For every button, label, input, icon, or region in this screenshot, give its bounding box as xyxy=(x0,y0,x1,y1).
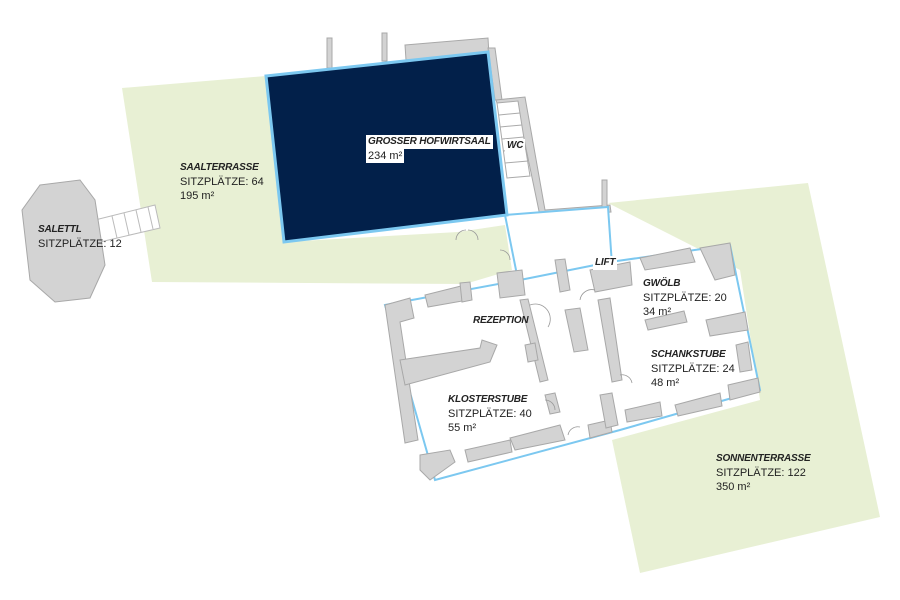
room-name: REZEPTION xyxy=(473,315,529,326)
room-area: 350 m² xyxy=(716,481,751,493)
room-label-salettl: SALETTL SITZPLÄTZE: 12 xyxy=(38,223,122,251)
room-label-sonnenterrasse: SONNENTERRASSE SITZPLÄTZE: 122 350 m² xyxy=(716,452,811,494)
room-label-wc: WC xyxy=(505,139,526,153)
room-name: GROSSER HOFWIRTSAAL xyxy=(366,135,493,149)
room-name: KLOSTERSTUBE xyxy=(448,394,528,405)
building-walls xyxy=(384,242,761,481)
room-label-saalterrasse: SAALTERRASSE SITZPLÄTZE: 64 195 m² xyxy=(180,161,264,203)
room-area: 55 m² xyxy=(448,422,477,434)
room-area: 48 m² xyxy=(651,377,680,389)
room-label-gwoelb: GWÖLB SITZPLÄTZE: 20 34 m² xyxy=(643,277,727,319)
room-name: SALETTL xyxy=(38,224,82,235)
salettl-pavilion[interactable] xyxy=(21,179,106,303)
room-name: WC xyxy=(505,139,526,153)
room-label-lift: LIFT xyxy=(593,256,618,270)
room-label-rezeption: REZEPTION xyxy=(473,314,529,328)
room-label-schankstube: SCHANKSTUBE SITZPLÄTZE: 24 48 m² xyxy=(651,348,735,390)
room-name: SONNENTERRASSE xyxy=(716,453,811,464)
sonnenterrasse-area[interactable] xyxy=(608,183,880,573)
room-name: LIFT xyxy=(593,256,618,270)
room-seats: SITZPLÄTZE: 24 xyxy=(651,363,735,375)
room-seats: SITZPLÄTZE: 64 xyxy=(180,176,264,188)
room-area: 34 m² xyxy=(643,306,672,318)
saalterrasse-area[interactable] xyxy=(122,76,512,284)
room-seats: SITZPLÄTZE: 122 xyxy=(716,467,806,479)
room-area: 195 m² xyxy=(180,190,215,202)
door-swings xyxy=(455,229,633,436)
room-label-grosser-hofwirtsaal: GROSSER HOFWIRTSAAL 234 m² xyxy=(366,135,493,163)
room-name: SAALTERRASSE xyxy=(180,162,259,173)
room-label-klosterstube: KLOSTERSTUBE SITZPLÄTZE: 40 55 m² xyxy=(448,393,532,435)
room-name: SCHANKSTUBE xyxy=(651,349,726,360)
room-seats: SITZPLÄTZE: 40 xyxy=(448,408,532,420)
room-area: 234 m² xyxy=(366,149,405,163)
room-seats: SITZPLÄTZE: 20 xyxy=(643,292,727,304)
room-seats: SITZPLÄTZE: 12 xyxy=(38,238,122,250)
room-name: GWÖLB xyxy=(643,278,681,289)
